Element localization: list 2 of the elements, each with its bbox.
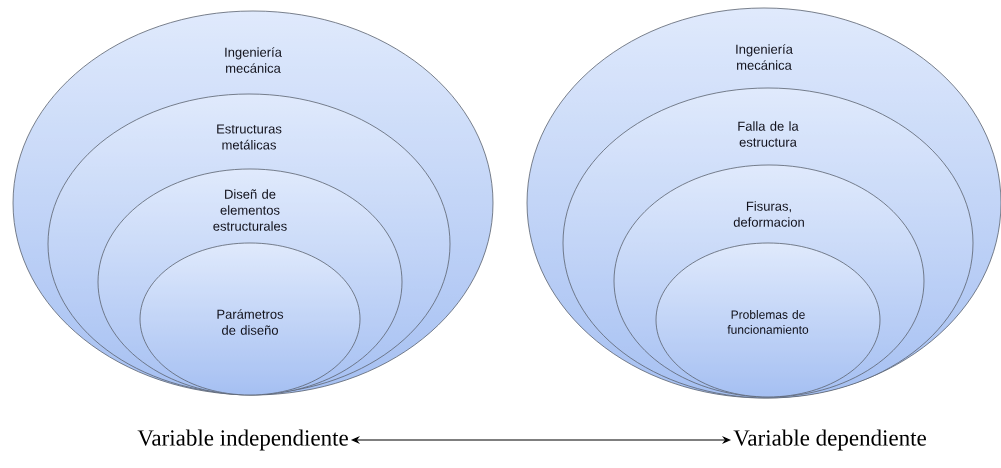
caption-text: Variable independiente <box>137 429 348 451</box>
caption-text: Variable dependiente <box>733 429 926 451</box>
